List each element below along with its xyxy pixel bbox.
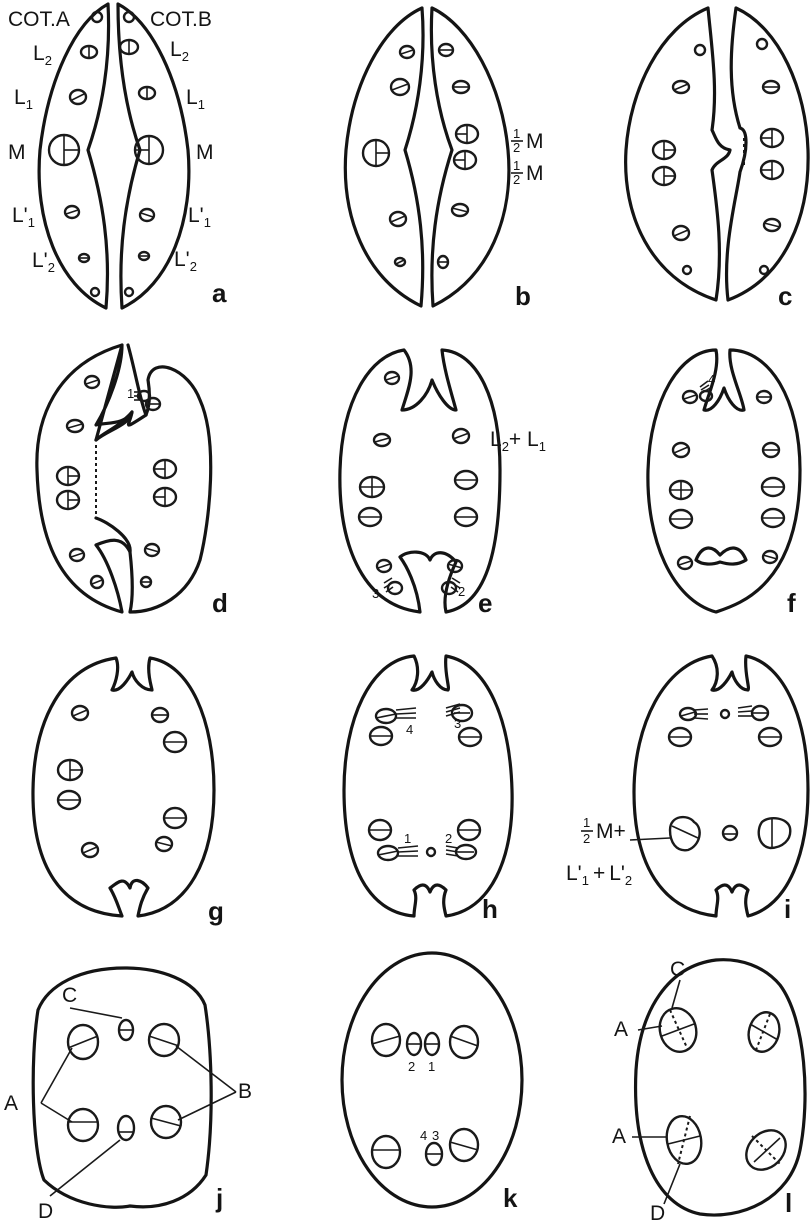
label-d: D — [650, 1202, 665, 1225]
strand-number-4: 4 — [708, 372, 715, 387]
label-l2p-right: L'2 — [174, 248, 197, 274]
label-c: C — [62, 984, 77, 1007]
cotyledon-b-outline — [727, 8, 809, 300]
label-l1p-left: L'1 — [12, 204, 35, 230]
panel-letter-l: l — [785, 1188, 792, 1218]
vascular-bundles — [655, 1004, 794, 1177]
strand-number-3: 3 — [432, 1128, 439, 1143]
panel-g: g — [33, 658, 224, 926]
outline — [33, 968, 211, 1207]
outline — [33, 658, 214, 916]
strand-number-1: 1 — [428, 1059, 435, 1074]
label-half-m-lower: M — [526, 162, 544, 185]
leader-line — [630, 838, 670, 840]
strand-number-3: 3 — [372, 586, 379, 601]
leader-lines — [632, 980, 680, 1204]
label-b: B — [238, 1080, 252, 1103]
panel-e: L2+ L1 3 2 e — [340, 350, 546, 618]
label-l2-right: L2 — [170, 38, 189, 64]
outline — [648, 350, 800, 612]
label-l1p-right: L'1 — [188, 204, 211, 230]
label-half-m-upper: M — [526, 130, 544, 153]
label-l2-plus-l1: L2+ L1 — [490, 428, 546, 454]
panel-a: COT.A COT.B L2 L2 L1 L1 M M L'1 L'1 L'2 … — [8, 4, 227, 308]
panel-j: C A B D j — [4, 968, 252, 1223]
strand-number-2: 2 — [408, 1059, 415, 1074]
panel-k: 2 1 4 3 k — [342, 953, 522, 1213]
label-l1p-plus-l2p: L'1+L'2 — [566, 862, 632, 888]
label-l2-left: L2 — [33, 42, 52, 68]
cot-b-label: COT.B — [150, 8, 212, 31]
panel-letter-f: f — [787, 588, 796, 618]
label-a-lower: A — [612, 1125, 626, 1148]
panel-letter-g: g — [208, 896, 224, 926]
strand-number-2: 2 — [458, 584, 465, 599]
vascular-bundles — [58, 706, 186, 857]
strand-number-4: 4 — [420, 1128, 427, 1143]
cotyledon-a-outline — [345, 8, 423, 306]
outline — [342, 953, 522, 1207]
label-d: D — [38, 1200, 53, 1223]
panel-letter-j: j — [215, 1183, 223, 1213]
outline — [344, 656, 512, 916]
panel-d: 1 d — [37, 345, 228, 618]
label-c: C — [670, 958, 685, 981]
label-l2p-left: L'2 — [32, 249, 55, 275]
vascular-bundles — [670, 381, 784, 569]
label-m-left: M — [8, 141, 26, 164]
panel-c: c — [626, 8, 808, 311]
strand-number-3: 3 — [454, 716, 461, 731]
panel-letter-a: a — [212, 278, 227, 308]
panel-f: 4 f — [648, 350, 800, 618]
label-m-right: M — [196, 141, 214, 164]
label-m-plus: M+ — [596, 820, 626, 843]
outline — [634, 656, 808, 916]
strand-number-1: 1 — [404, 831, 411, 846]
vascular-bundles — [372, 1024, 478, 1168]
label-l1-right: L1 — [186, 86, 205, 112]
cot-a-label: COT.A — [8, 8, 70, 31]
panel-h: 4 3 1 2 h — [344, 656, 512, 924]
panel-letter-b: b — [515, 281, 531, 311]
panel-letter-e: e — [478, 588, 492, 618]
panel-l: C A A D l — [612, 958, 805, 1225]
outline — [636, 960, 805, 1215]
cotyledon-outline — [37, 345, 132, 612]
cotyledon-a-outline — [626, 8, 730, 300]
strand-number-1: 1 — [127, 386, 134, 401]
vascular-bundles — [68, 1020, 181, 1141]
panel-letter-d: d — [212, 588, 228, 618]
vascular-bundles — [369, 704, 481, 860]
strand-number-4: 4 — [406, 722, 413, 737]
panel-letter-i: i — [784, 894, 791, 924]
panel-letter-c: c — [778, 281, 792, 311]
label-l1-left: L1 — [14, 86, 33, 112]
label-a-upper: A — [614, 1018, 628, 1041]
panel-letter-h: h — [482, 894, 498, 924]
panel-letter-k: k — [503, 1183, 518, 1213]
label-a: A — [4, 1092, 18, 1115]
strand-number-2: 2 — [445, 831, 452, 846]
vascular-bundles — [57, 376, 176, 588]
vascular-bundles — [669, 706, 790, 850]
